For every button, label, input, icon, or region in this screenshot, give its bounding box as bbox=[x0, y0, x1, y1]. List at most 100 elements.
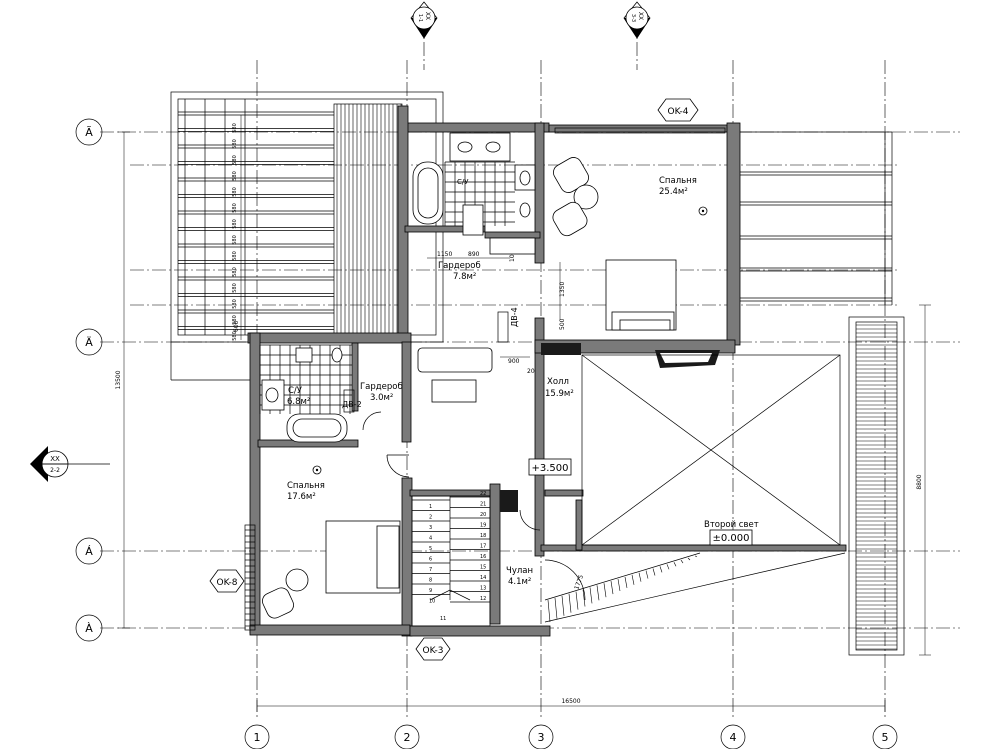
stair-step: 12 bbox=[480, 596, 486, 602]
railing-dim-3: 580 bbox=[232, 171, 238, 181]
room-bedroom-lower-name: Спальня bbox=[287, 481, 325, 491]
door-dv2-label: ДВ-2 bbox=[342, 400, 362, 409]
dim-500: 500 bbox=[559, 318, 566, 330]
stair-step: 6 bbox=[429, 557, 432, 563]
room-hall-name: Холл bbox=[547, 377, 569, 387]
stair-step: 4 bbox=[429, 536, 432, 542]
room-bathroom-upper-label: С/У bbox=[457, 178, 469, 186]
dim-1350: 1350 bbox=[559, 282, 566, 297]
section-top-left-code: XX bbox=[424, 12, 431, 20]
grid-col-2: 2 bbox=[404, 731, 411, 744]
grid-col-4: 4 bbox=[730, 731, 737, 744]
dim-1150: 1150 bbox=[437, 251, 452, 258]
grid-row-a-tilde: Ã bbox=[85, 126, 93, 139]
window-tag-ok4: OK-4 bbox=[657, 98, 699, 122]
stair-step: 15 bbox=[480, 565, 486, 571]
level-lower: ±0.000 bbox=[709, 529, 753, 546]
window-tag-ok3: OK-3 bbox=[415, 637, 451, 661]
grid-column-markers: 1 2 3 4 5 bbox=[244, 724, 898, 749]
stair-step: 16 bbox=[480, 554, 486, 560]
stair-step: 7 bbox=[429, 567, 432, 573]
window-ok4-label: OK-4 bbox=[667, 107, 688, 117]
stair-step: 3 bbox=[429, 525, 432, 531]
railing-dim-9: 580 bbox=[232, 267, 238, 277]
stair-step: 20 bbox=[480, 512, 486, 518]
section-marker-left: XX 2-2 bbox=[30, 446, 110, 482]
level-lower-value: ±0.000 bbox=[712, 533, 749, 544]
level-upper-value: +3.500 bbox=[531, 463, 568, 474]
grid-row-a-grave: À bbox=[85, 622, 93, 635]
stair-step: 11 bbox=[440, 616, 446, 622]
railing-dim-7: 580 bbox=[232, 235, 238, 245]
grid-row-markers: Ã Ä Á À bbox=[75, 118, 103, 642]
grid-col-3: 3 bbox=[538, 731, 545, 744]
railing-dim-10: 580 bbox=[232, 283, 238, 293]
railing-dim-6: 580 bbox=[232, 219, 238, 229]
room-bedroom-upper-name: Спальня bbox=[659, 176, 697, 186]
bathroom-upper bbox=[412, 132, 536, 255]
dim-1775: 1775 bbox=[573, 574, 585, 591]
railing-dim-2: 580 bbox=[232, 155, 238, 165]
section-top-right-num: 3-3 bbox=[630, 14, 636, 22]
railing-dim-13: 580 bbox=[232, 331, 238, 341]
right-terrace-stair bbox=[848, 316, 905, 656]
dim-right-height: 8800 bbox=[916, 474, 923, 489]
stair-step: 1 bbox=[429, 504, 432, 510]
grid-row-a-umlaut: Ä bbox=[85, 336, 93, 349]
bedroom-upper-furniture bbox=[552, 127, 726, 331]
railing-dim-5: 580 bbox=[232, 203, 238, 213]
dim-overall-height: 13500 bbox=[115, 370, 122, 389]
window-tag-ok8: OK-8 bbox=[209, 569, 245, 593]
railing-dim-11: 580 bbox=[232, 299, 238, 309]
room-hall-area: 15.9м² bbox=[545, 389, 574, 399]
stair-step: 2 bbox=[429, 515, 432, 521]
section-left-num: 2-2 bbox=[50, 467, 60, 474]
grid-col-1: 1 bbox=[254, 731, 261, 744]
stair-step: 14 bbox=[480, 575, 486, 581]
right-balcony bbox=[740, 131, 893, 305]
stair-step: 19 bbox=[480, 523, 486, 529]
railing-dim-12: 580 bbox=[232, 315, 238, 325]
room-wardrobe-lower-area: 3.0м² bbox=[370, 393, 393, 403]
dim-900: 900 bbox=[508, 358, 520, 365]
second-light-label: Второй свет bbox=[704, 520, 759, 530]
room-storage-name: Чулан bbox=[506, 566, 533, 576]
stair-step: 10 bbox=[429, 599, 435, 605]
stair-step: 9 bbox=[429, 588, 432, 594]
section-top-right-code: XX bbox=[637, 12, 644, 20]
railing-dim-1: 580 bbox=[232, 139, 238, 149]
section-left-code: XX bbox=[50, 455, 60, 463]
bedroom-lower-furniture bbox=[244, 465, 401, 631]
room-bedroom-upper-area: 25.4м² bbox=[659, 187, 688, 197]
room-wardrobe-lower-name: Гардероб bbox=[360, 382, 403, 392]
railing-dim-0: 580 bbox=[232, 123, 238, 133]
walls bbox=[247, 105, 847, 637]
stair-step: 5 bbox=[429, 546, 432, 552]
stair-step: 8 bbox=[429, 578, 432, 584]
door-dv4-label: ДВ-4 bbox=[510, 307, 519, 327]
room-wardrobe-upper-area: 7.8м² bbox=[453, 272, 476, 282]
railing-dim-8: 580 bbox=[232, 251, 238, 261]
window-ok8-label: OK-8 bbox=[216, 578, 237, 588]
railing-dim-4: 580 bbox=[232, 187, 238, 197]
room-bathroom-lower-name: С/У bbox=[288, 386, 303, 396]
room-wardrobe-upper-name: Гардероб bbox=[438, 261, 481, 271]
stair-step: 18 bbox=[480, 533, 486, 539]
grid-col-5: 5 bbox=[882, 731, 889, 744]
window-ok3-label: OK-3 bbox=[422, 646, 443, 656]
section-marker-top-left: XX 1-1 bbox=[410, 1, 438, 39]
dim-890: 890 bbox=[468, 251, 480, 258]
section-marker-top-right: XX 3-3 bbox=[623, 1, 651, 39]
dim-overall-width: 16500 bbox=[561, 698, 580, 705]
diagonal-stair bbox=[544, 552, 846, 623]
section-top-left-num: 1-1 bbox=[417, 14, 423, 22]
dim-200: 200 bbox=[527, 368, 539, 375]
railing-dimensions: 580 580 580 580 580 580 580 580 580 580 580 580 580 5… bbox=[232, 123, 238, 341]
room-bedroom-lower-area: 17.6м² bbox=[287, 492, 316, 502]
level-upper: +3.500 bbox=[528, 458, 572, 476]
stair-step: 17 bbox=[480, 544, 486, 550]
room-bathroom-lower-area: 6.8м² bbox=[287, 397, 310, 407]
stair-step: 22 bbox=[480, 491, 486, 497]
stair-step: 13 bbox=[480, 586, 486, 592]
